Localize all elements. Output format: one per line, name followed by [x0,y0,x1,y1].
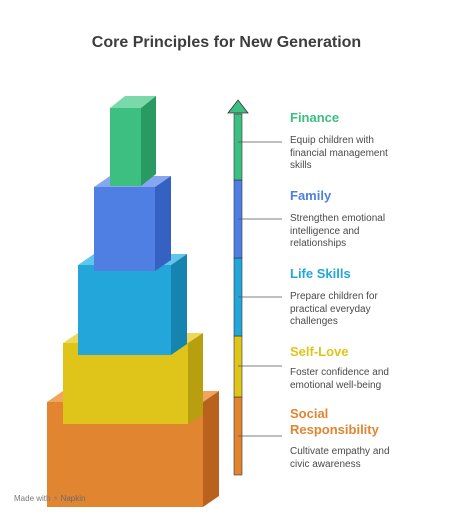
arrow-up-icon [227,99,249,114]
label-self-love: Self-Love [290,344,349,359]
block-family [94,176,171,271]
label-family: Family [290,188,332,203]
desc-life-skills: Prepare children for practical everyday … [290,291,378,327]
block-self-love [63,333,203,424]
made-with-text: Made with [14,494,51,503]
arrow-scale [227,99,249,476]
desc-social-responsibility: Cultivate empathy and civic awareness [290,446,390,470]
made-with-footer[interactable]: Made with ⚡ Napkin [14,494,85,503]
block-finance [110,96,156,186]
desc-finance: Equip children with financial management… [290,135,388,171]
connector-lines [238,141,282,437]
desc-family: Strengthen emotional intelligence and re… [290,213,386,249]
page-title: Core Principles for New Generation [91,34,362,51]
label-life-skills: Life Skills [290,266,351,281]
label-social-responsibility: Social Responsibility [290,406,379,437]
label-finance: Finance [290,110,340,125]
napkin-logo-icon: ⚡ [52,494,59,503]
brand-name: Napkin [60,494,86,503]
desc-self-love: Foster confidence and emotional well-bei… [290,367,389,391]
